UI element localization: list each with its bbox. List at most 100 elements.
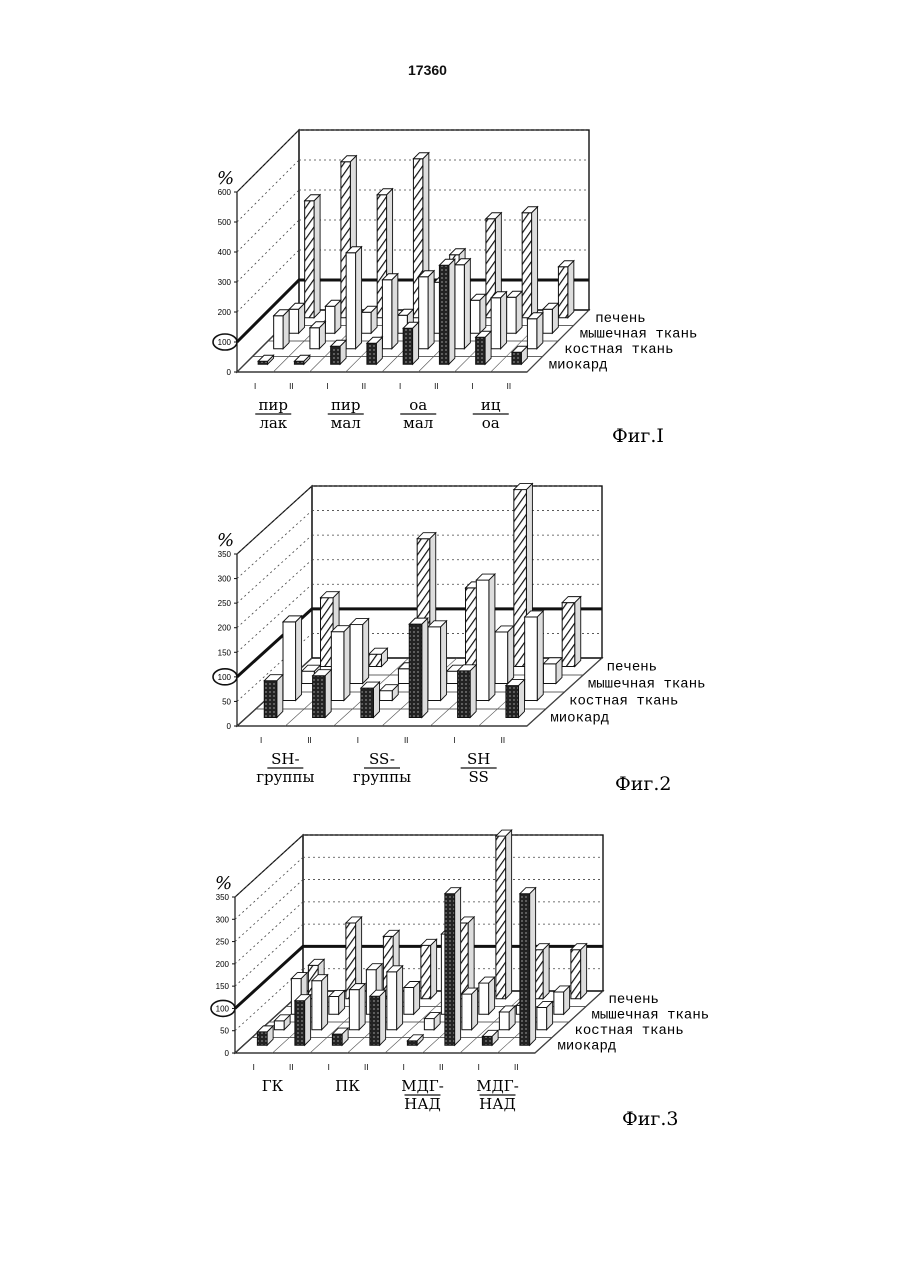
- bar-side: [543, 944, 549, 999]
- bar-костная-ткань: [462, 988, 478, 1030]
- bar-side: [468, 917, 474, 999]
- bar-мышечная-ткань: [329, 990, 345, 1014]
- bar-мышечная-ткань: [404, 982, 420, 1015]
- y-tick-label: 200: [218, 308, 232, 317]
- bar-костная-ткань: [349, 984, 365, 1030]
- bar-side: [344, 626, 350, 701]
- bar-front: [491, 298, 500, 349]
- bar-front: [258, 361, 267, 364]
- series-label: костная ткань: [564, 342, 673, 358]
- y-tick-label: 50: [220, 1027, 229, 1036]
- y-tick-label: 250: [216, 938, 230, 947]
- group-label-bottom: оа: [482, 414, 500, 432]
- y-tick-label: 300: [218, 278, 232, 287]
- y-tick-label: 500: [218, 218, 232, 227]
- bar-печень: [571, 944, 587, 999]
- bar-мышечная-ткань: [325, 300, 340, 333]
- bar-мышечная-ткань: [495, 626, 514, 684]
- bar-side: [356, 247, 362, 349]
- bar-костная-ткань: [525, 611, 544, 701]
- y-tick-label: 350: [216, 893, 230, 902]
- subgroup-mark: II: [289, 1063, 293, 1072]
- gridline: [237, 220, 299, 282]
- bar-front: [369, 654, 382, 666]
- bar-front: [571, 950, 581, 999]
- group-label-bottom: НАД: [479, 1095, 516, 1113]
- bar-миокард: [403, 322, 418, 364]
- gridline: [237, 486, 312, 554]
- y-tick-label: 100: [216, 1004, 230, 1013]
- bar-front: [367, 343, 376, 364]
- bar-front: [482, 1036, 492, 1045]
- gridline: [237, 535, 312, 603]
- bar-костная-ткань: [455, 259, 470, 349]
- subgroup-mark: I: [399, 382, 401, 391]
- bar-side: [305, 995, 311, 1046]
- bar-миокард: [506, 680, 525, 718]
- bar-миокард: [367, 337, 382, 364]
- bar-front: [543, 664, 556, 684]
- group-label-bottom: мал: [331, 414, 361, 432]
- bar-front: [562, 603, 575, 667]
- y-tick-label: 600: [218, 188, 232, 197]
- bar-front: [462, 994, 472, 1030]
- bar-front: [439, 265, 448, 364]
- bar-миокард: [445, 888, 461, 1046]
- bar-front: [527, 319, 536, 349]
- bar-мышечная-ткань: [289, 303, 304, 333]
- bar-side: [283, 310, 289, 349]
- series-label: миокард: [550, 711, 609, 727]
- bar-миокард: [407, 1035, 423, 1045]
- bar-front: [537, 1007, 547, 1029]
- bar-front: [543, 309, 552, 333]
- y-tick-label: 100: [218, 673, 232, 682]
- bar-костная-ткань: [274, 310, 289, 349]
- y-tick-label: 250: [218, 599, 232, 608]
- y-tick-label: 350: [218, 550, 232, 559]
- bar-миокард: [482, 1030, 498, 1045]
- bar-side: [489, 574, 495, 700]
- bar-side: [575, 597, 581, 667]
- bar-side: [441, 621, 447, 701]
- bar-front: [404, 988, 414, 1015]
- group-label-top: МДГ-: [401, 1077, 444, 1095]
- bar-мышечная-ткань: [554, 986, 570, 1014]
- bar-front: [313, 676, 326, 718]
- subgroup-mark: II: [307, 736, 311, 745]
- bar-front: [512, 352, 521, 364]
- bar-front: [289, 309, 298, 333]
- bar-костная-ткань: [331, 626, 350, 701]
- bar-печень: [421, 939, 437, 998]
- bar-костная-ткань: [527, 313, 542, 349]
- y-tick-label: 0: [225, 1049, 230, 1058]
- group-label-top: ПК: [335, 1077, 360, 1095]
- gridline: [237, 250, 299, 312]
- bar-side: [428, 271, 434, 349]
- bar-front: [479, 983, 489, 1014]
- subgroup-mark: II: [439, 1063, 443, 1072]
- bar-костная-ткань: [499, 1006, 515, 1030]
- bar-side: [581, 944, 587, 999]
- bar-миокард: [361, 682, 380, 717]
- series-label: мышечная ткань: [588, 677, 706, 693]
- y-tick-label: 100: [218, 338, 232, 347]
- subgroup-mark: I: [453, 736, 455, 745]
- subgroup-mark: II: [501, 736, 505, 745]
- group-label-top: пир: [258, 396, 288, 414]
- subgroup-mark: II: [434, 382, 438, 391]
- y-tick-label: 300: [216, 915, 230, 924]
- bar-миокард: [295, 995, 311, 1046]
- bar-front: [554, 992, 564, 1014]
- subgroup-mark: II: [362, 382, 366, 391]
- bar-front: [346, 253, 355, 349]
- y-tick-label: 200: [216, 960, 230, 969]
- bar-front: [257, 1032, 267, 1045]
- bar-front: [382, 280, 391, 349]
- bar-front: [370, 996, 380, 1045]
- bar-side: [322, 975, 328, 1030]
- bar-костная-ткань: [312, 975, 328, 1030]
- bar-печень: [562, 597, 581, 667]
- series-label: костная ткань: [569, 694, 678, 710]
- bar-front: [428, 627, 441, 701]
- group-label-bottom: мал: [403, 414, 433, 432]
